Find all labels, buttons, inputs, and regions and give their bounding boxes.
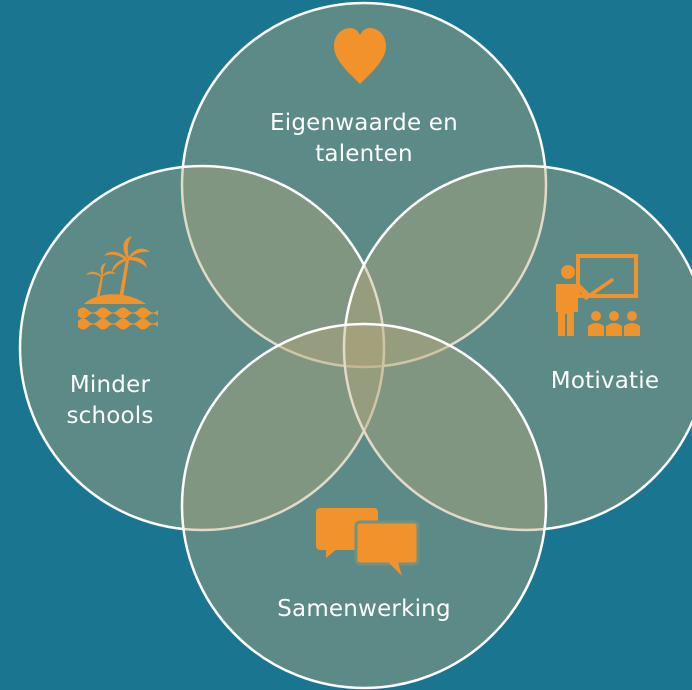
label-top-line1: Eigenwaarde en [270, 110, 458, 136]
teacher-classroom-icon [556, 254, 640, 336]
heart-icon [334, 28, 386, 84]
label-eigenwaarde-en-talenten: Eigenwaarde en talenten [214, 108, 514, 170]
circle-eigenwaarde [180, 1, 548, 369]
label-left-line2: schools [66, 403, 154, 429]
label-minder-schools: Minder schools [40, 370, 180, 432]
circle-minder-schools [18, 164, 386, 532]
label-samenwerking: Samenwerking [277, 596, 451, 622]
label-motivatie: Motivatie [550, 368, 660, 394]
island-palm-icon [78, 236, 158, 330]
chat-bubbles-icon [316, 508, 420, 576]
circle-samenwerking [180, 322, 548, 690]
label-top-line2: talenten [315, 141, 413, 167]
label-left-line1: Minder [69, 372, 151, 398]
